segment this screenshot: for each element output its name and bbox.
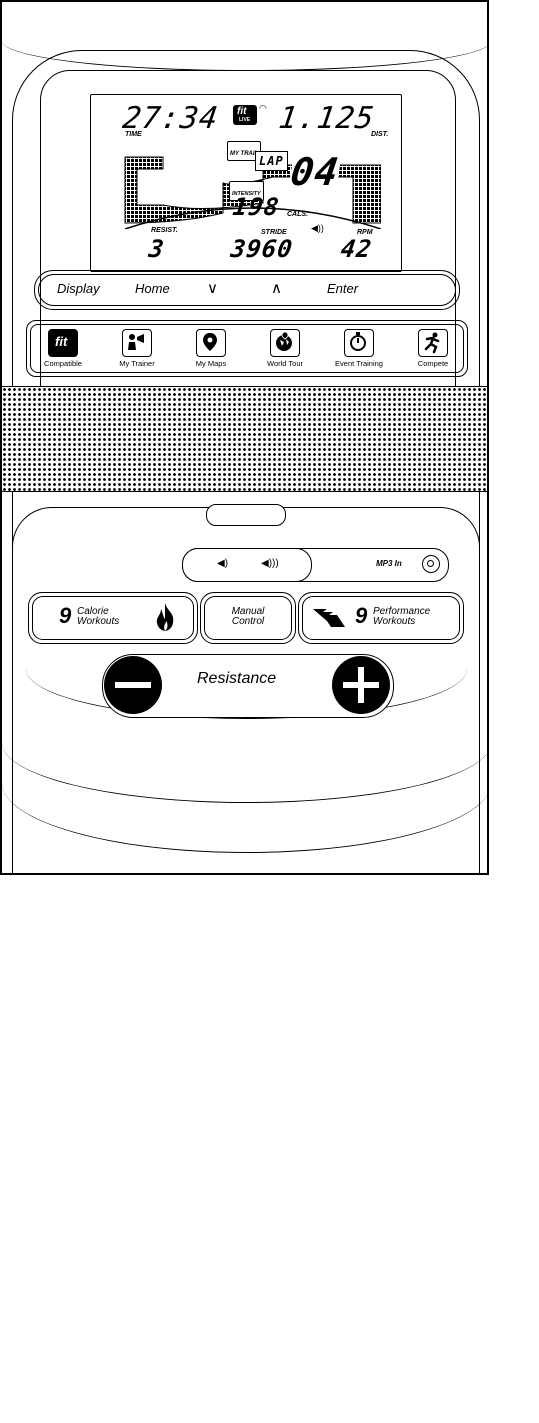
lcd-display: 27:34 TIME fit LIVE ◠ 1.125 DIST. MY TRA… xyxy=(90,94,402,272)
runner-icon xyxy=(418,329,448,357)
stride-label: STRIDE xyxy=(261,229,287,236)
button-inner-border xyxy=(302,596,460,640)
performance-text: Performance Workouts xyxy=(373,607,430,627)
intensity-label: INTENSITY xyxy=(232,191,261,197)
down-arrow-button[interactable]: ∨ xyxy=(207,280,218,297)
stride-value: 3960 xyxy=(229,235,295,263)
display-button[interactable]: Display xyxy=(57,281,100,296)
plus-icon-vertical xyxy=(358,667,364,703)
map-pin-icon xyxy=(196,329,226,357)
program-my-maps[interactable]: My Maps xyxy=(179,329,243,368)
time-label: TIME xyxy=(125,131,142,138)
calorie-count: 9 xyxy=(59,603,72,628)
calorie-line2: Workouts xyxy=(77,616,120,627)
winged-foot-icon xyxy=(313,609,345,627)
volume-up-button[interactable]: ◀))) xyxy=(261,558,279,569)
program-label: My Trainer xyxy=(119,359,155,368)
navigation-bar-inner xyxy=(38,274,456,306)
rpm-label: RPM xyxy=(357,229,373,236)
calories-label: CALS. xyxy=(287,211,308,218)
program-ifit-compatible[interactable]: fit Compatible xyxy=(31,329,95,368)
ifit-logo-text: fit xyxy=(55,334,68,349)
ifit-live-badge: fit LIVE xyxy=(233,105,257,125)
resistance-label: Resistance xyxy=(197,670,277,687)
stopwatch-icon xyxy=(344,329,374,357)
mp3-jack-hole xyxy=(427,560,434,567)
manual-control-button[interactable]: Manual Control xyxy=(200,592,296,644)
intensity-tag: INTENSITY xyxy=(229,181,264,201)
resistance-decrease-button[interactable] xyxy=(104,656,162,714)
lap-indicator: LAP xyxy=(255,151,288,171)
calories-value: 198 xyxy=(231,193,282,221)
program-bar: fit Compatible My Trainer My Maps xyxy=(26,320,468,377)
resist-label: RESIST. xyxy=(151,227,178,234)
lap-label: LAP xyxy=(259,154,284,168)
manual-text: Manual Control xyxy=(201,607,295,627)
globe-pin-icon xyxy=(270,329,300,357)
rpm-value: 42 xyxy=(339,235,374,263)
calorie-text: Calorie Workouts xyxy=(77,607,119,627)
speaker-grille xyxy=(2,386,487,492)
manual-line1: Manual xyxy=(231,606,265,617)
console-drawing: 27:34 TIME fit LIVE ◠ 1.125 DIST. MY TRA… xyxy=(0,0,489,875)
trainer-icon xyxy=(122,329,152,357)
mp3-in-label: MP3 In xyxy=(376,559,402,568)
button-panel-curve xyxy=(26,642,467,719)
wifi-icon: ◠ xyxy=(259,103,267,113)
manual-line2: Control xyxy=(231,616,265,627)
program-bar-inner xyxy=(30,324,464,373)
enter-button[interactable]: Enter xyxy=(327,281,359,296)
button-inner-border xyxy=(204,596,292,640)
ifit-live-text: LIVE xyxy=(239,117,251,123)
ifit-logo-icon: fit xyxy=(48,329,78,357)
program-my-trainer[interactable]: My Trainer xyxy=(105,329,169,368)
performance-workouts-button[interactable]: 9 Performance Workouts xyxy=(298,592,464,644)
minus-icon xyxy=(115,682,151,688)
volume-down-button[interactable]: ◀) xyxy=(217,558,229,569)
my-trail-label: MY TRAIL xyxy=(230,151,259,157)
program-world-tour[interactable]: World Tour xyxy=(253,329,317,368)
tablet-holder-slot xyxy=(206,504,286,526)
home-button[interactable]: Home xyxy=(135,281,170,296)
lap-value: 04 xyxy=(287,150,342,194)
console-top-curve xyxy=(2,10,487,71)
performance-line1: Performance xyxy=(373,606,431,617)
program-label: Compete xyxy=(417,359,449,368)
up-arrow-button[interactable]: ∧ xyxy=(271,280,282,297)
flame-icon xyxy=(156,603,174,631)
performance-line2: Workouts xyxy=(373,616,416,627)
program-label: World Tour xyxy=(267,359,303,368)
dist-value: 1.125 xyxy=(276,101,377,136)
navigation-bar: Display Home ∨ ∧ Enter xyxy=(34,270,460,310)
calorie-line1: Calorie xyxy=(77,606,109,617)
volume-buttons: ◀) ◀))) xyxy=(182,548,312,582)
resist-value: 3 xyxy=(147,235,167,263)
program-compete[interactable]: Compete xyxy=(401,329,465,368)
speaker-volume-icon: ◀)) xyxy=(311,223,324,233)
program-event-training[interactable]: Event Training xyxy=(327,329,391,368)
lower-console-curve-2 xyxy=(2,742,487,853)
resistance-increase-button[interactable] xyxy=(332,656,390,714)
dist-label: DIST. xyxy=(371,131,389,138)
mp3-in-jack[interactable] xyxy=(422,555,440,573)
button-inner-border xyxy=(32,596,194,640)
performance-count: 9 xyxy=(355,603,368,628)
program-label: Compatible xyxy=(44,359,82,368)
program-label: My Maps xyxy=(195,359,227,368)
calorie-workouts-button[interactable]: 9 Calorie Workouts xyxy=(28,592,198,644)
ifit-live-logo-text: fit xyxy=(237,106,247,117)
program-label: Event Training xyxy=(335,359,383,368)
